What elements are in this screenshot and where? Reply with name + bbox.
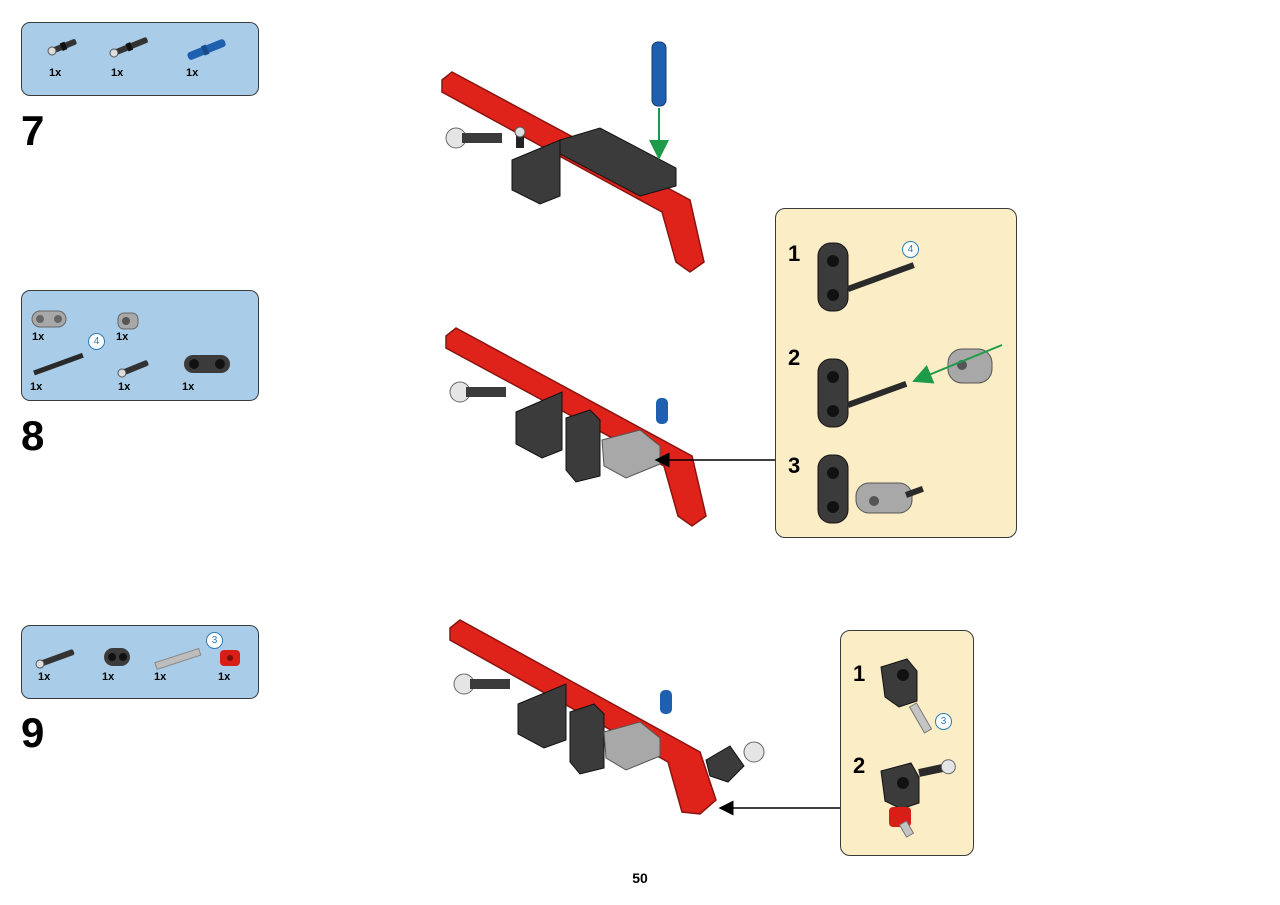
black-axle-icon (904, 486, 924, 498)
black-beam-icon (817, 242, 849, 312)
step-7-model (441, 41, 705, 273)
gray-axle-icon (154, 647, 202, 670)
step-7-parts-illustration (47, 37, 226, 60)
black-pin-icon (35, 649, 75, 669)
part-qty: 1x (32, 331, 45, 343)
gray-pin-icon (743, 741, 765, 763)
gray-pin-icon (445, 127, 502, 149)
axle-length-badge: 4 (902, 241, 919, 258)
part-qty: 1x (186, 67, 199, 79)
black-pin-icon (514, 126, 526, 148)
axle-length-badge: 3 (206, 632, 223, 649)
part-qty: 1x (116, 331, 129, 343)
gray-connector-icon (31, 310, 67, 328)
black-axle-icon (846, 380, 908, 408)
gray-connector-icon (947, 348, 993, 384)
black-pin-icon (918, 759, 956, 777)
step-8-callout-illustration (817, 242, 1003, 524)
gray-connector-icon (855, 482, 913, 514)
step-number-8: 8 (21, 412, 44, 459)
step-8-parts-box: 1x 4 1x 1x 1x 1x (21, 290, 259, 401)
step-9-parts-box: 3 1x 1x 1x 1x (21, 625, 259, 699)
black-axle-icon (846, 262, 915, 292)
part-qty: 1x (154, 671, 167, 683)
substep-number: 2 (788, 345, 801, 370)
substep-number: 1 (853, 661, 866, 686)
blue-pin-icon (660, 690, 672, 714)
part-qty: 1x (218, 671, 231, 683)
blue-pin-icon (656, 398, 668, 424)
black-beam-icon (184, 355, 230, 373)
step-8-model (445, 327, 707, 527)
part-qty: 1x (102, 671, 115, 683)
part-qty: 1x (182, 381, 195, 393)
part-qty: 1x (111, 67, 124, 79)
black-beam-icon (817, 358, 849, 428)
gray-pin-connector-icon (117, 312, 139, 330)
gray-pin-icon (453, 673, 510, 695)
step-9-model (449, 619, 765, 815)
black-connector-icon (880, 762, 920, 810)
part-qty: 1x (118, 381, 131, 393)
page-number: 50 (632, 870, 648, 886)
step-9-callout-illustration (880, 658, 956, 838)
step-number-9: 9 (21, 709, 44, 756)
part-qty: 1x (49, 67, 62, 79)
step-8-parts-illustration (31, 310, 230, 378)
gray-pin-icon (449, 381, 506, 403)
gray-axle-icon (898, 820, 915, 838)
black-connector-icon (104, 648, 130, 666)
black-connector-icon (880, 658, 918, 708)
part-qty: 1x (30, 381, 43, 393)
step-9-parts-illustration (35, 647, 240, 670)
red-bush-icon (220, 650, 240, 666)
black-axle-icon (33, 352, 84, 376)
blue-axle-pin-icon (187, 39, 226, 60)
step-8-callout: 1 4 2 3 (775, 208, 1017, 538)
axle-length-badge: 3 (935, 713, 952, 730)
substep-number: 2 (853, 753, 866, 778)
part-qty: 1x (38, 671, 51, 683)
black-pin-icon (47, 39, 77, 56)
substep-number: 3 (788, 453, 801, 478)
black-pin-icon (117, 360, 149, 378)
step-7-parts-box: 1x 1x 1x (21, 22, 259, 96)
black-long-pin-icon (109, 37, 148, 58)
step-9-callout: 1 3 2 (840, 630, 974, 856)
blue-pin-icon (651, 41, 667, 107)
substep-number: 1 (788, 241, 801, 266)
gray-axle-icon (908, 702, 933, 734)
step-number-7: 7 (21, 107, 44, 154)
axle-length-badge: 4 (88, 333, 105, 350)
black-beam-icon (817, 454, 849, 524)
